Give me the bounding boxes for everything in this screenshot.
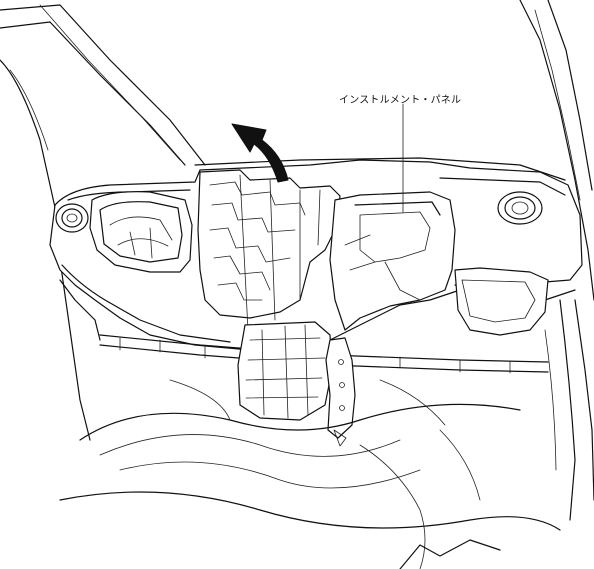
left-air-vent	[55, 203, 89, 233]
instrument-panel-label: インストルメント・パネル	[339, 95, 462, 106]
passenger-side-panel	[329, 191, 549, 336]
meter-cluster-opening	[89, 191, 193, 273]
left-pillar	[0, 4, 206, 441]
floor-carpet	[59, 379, 561, 569]
windshield-base	[194, 157, 566, 181]
heater-unit	[237, 321, 333, 421]
right-air-vent	[497, 191, 543, 225]
center-support-bracket	[325, 337, 356, 447]
right-pillar	[519, 0, 594, 521]
removal-arrow-icon	[231, 123, 289, 183]
center-stack	[197, 169, 341, 331]
